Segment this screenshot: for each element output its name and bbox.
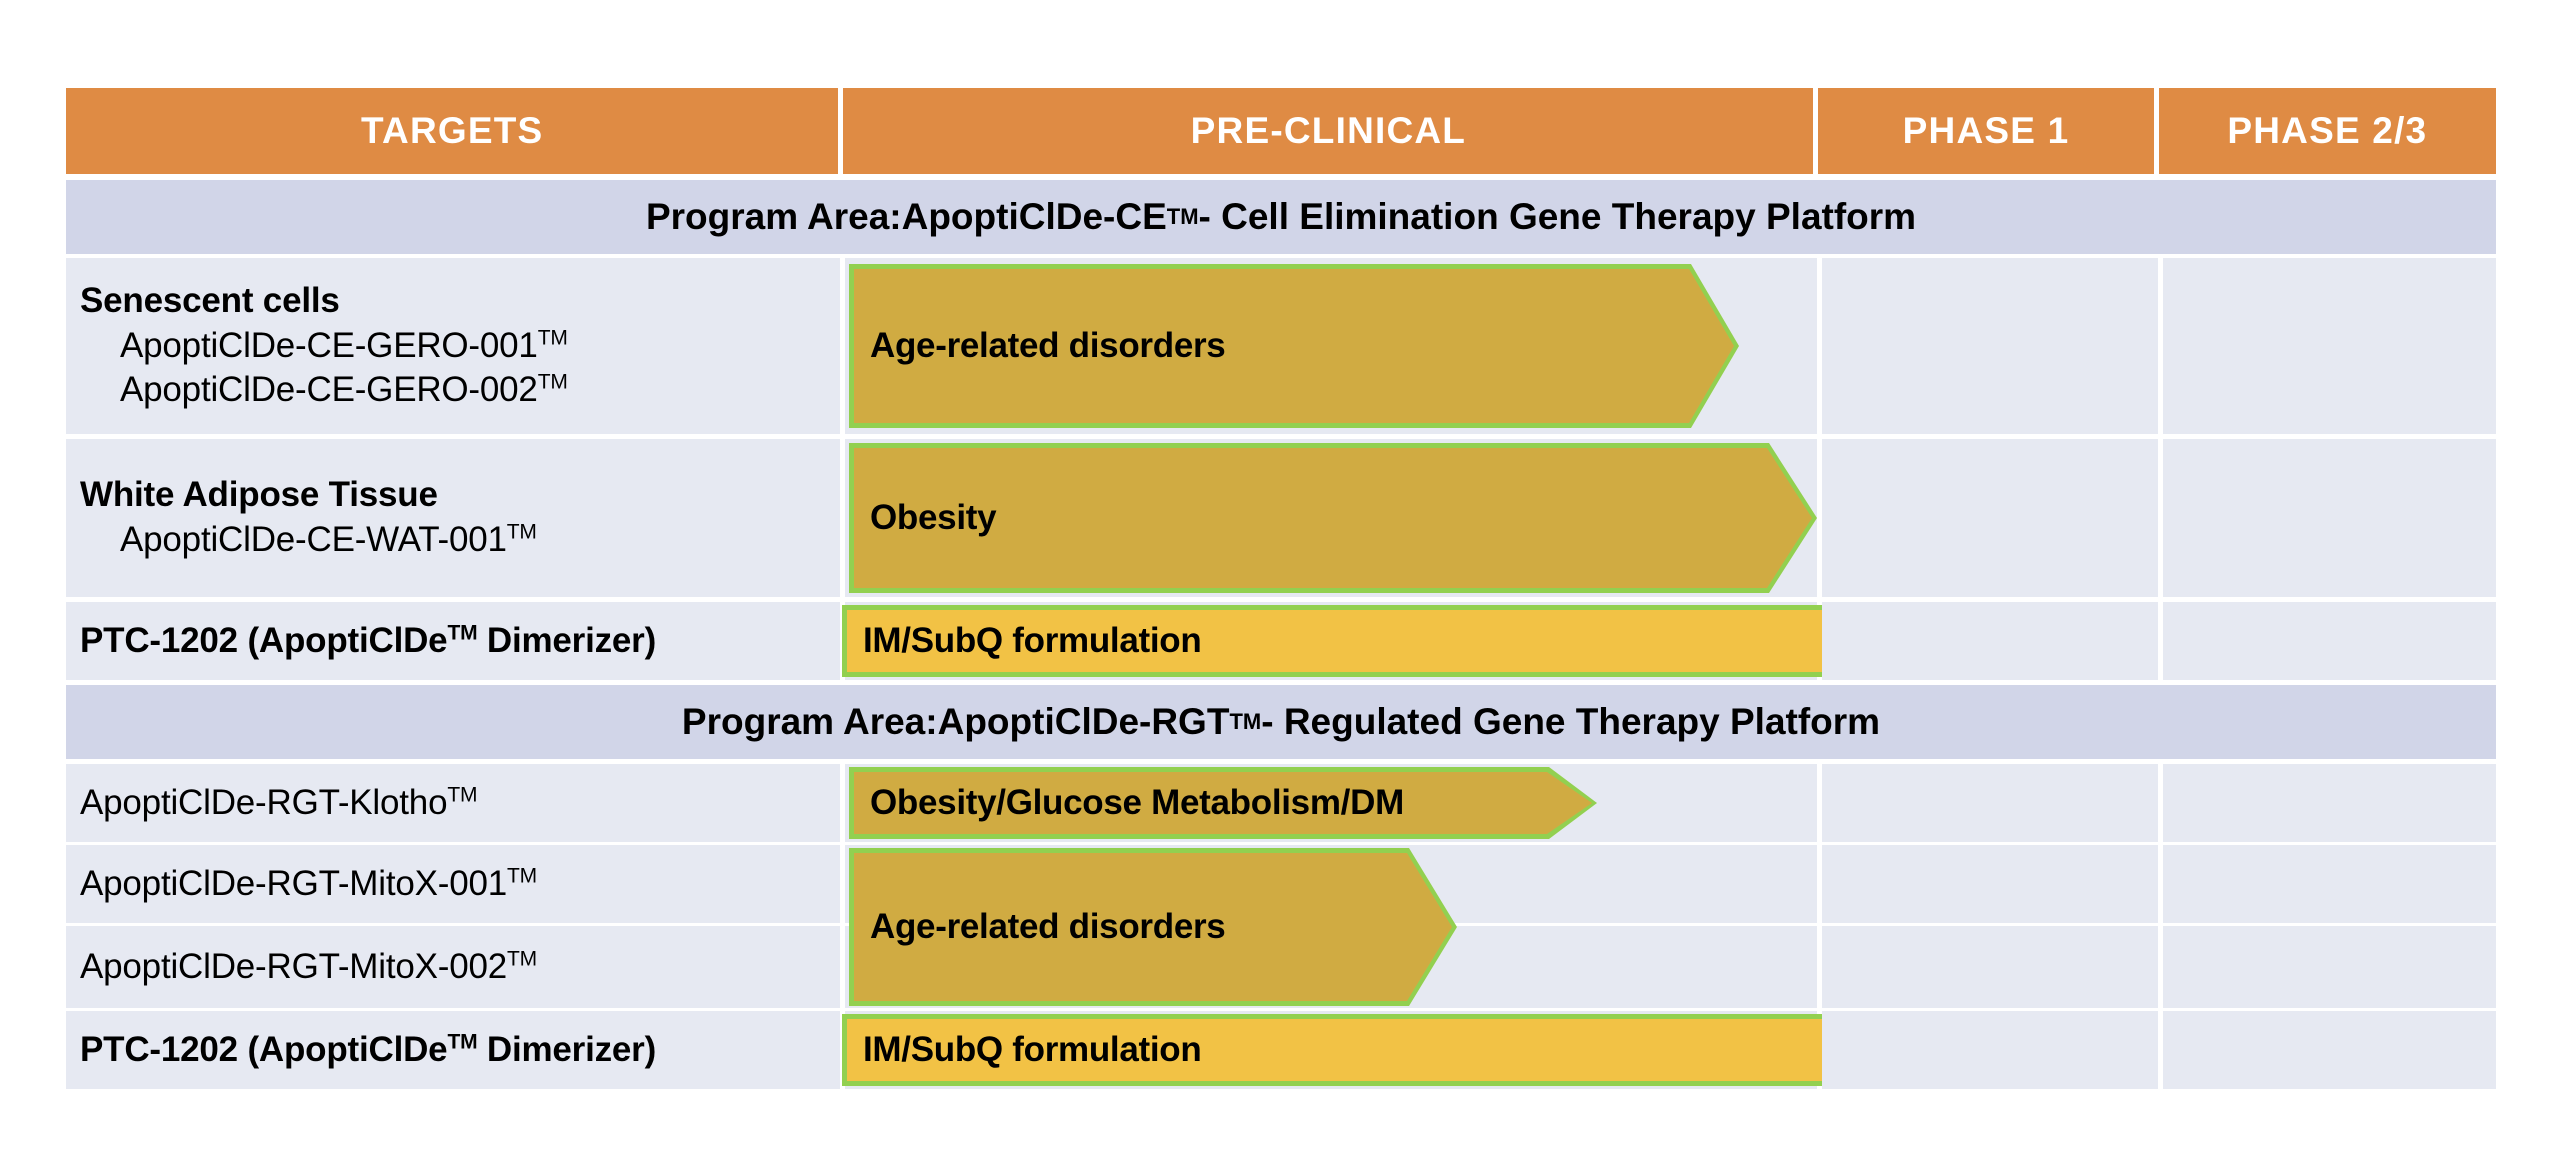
band-ce-prefix: Program Area: [645,196,902,237]
progress-arrow-mitox-span: Age-related disorders [849,848,1457,1006]
table-row: PTC-1202 (ApoptiClDeTM Dimerizer) IM/Sub… [66,602,2496,680]
asset-name: ApoptiClDe-CE-GERO-001 [120,325,538,365]
trademark-icon: TM [537,325,568,349]
cell-phase23 [2163,764,2496,842]
cell-phase23 [2163,439,2496,597]
cell-phase1 [1822,258,2158,434]
cell-preclinical: Obesity/Glucose Metabolism/DM [845,764,1817,842]
target-asset: ApoptiClDe-RGT-MitoX-001TM [80,862,832,907]
progress-arrow: Age-related disorders [849,264,1739,428]
trademark-icon: TM [507,946,537,970]
cell-phase23 [2163,602,2496,680]
cell-targets: ApoptiClDe-RGT-MitoX-001TM [66,845,840,923]
target-asset: ApoptiClDe-CE-GERO-001TM [80,324,832,369]
trademark-icon: TM [447,782,478,806]
cell-preclinical: Obesity [845,439,1817,597]
column-header-phase1: PHASE 1 [1818,88,2154,174]
table-row: White Adipose Tissue ApoptiClDe-CE-WAT-0… [66,439,2496,597]
asset-name: ApoptiClDe-RGT-MitoX-001 [80,863,508,903]
trademark-icon: TM [1166,204,1199,229]
cell-targets: Senescent cells ApoptiClDe-CE-GERO-001TM… [66,258,840,434]
cell-phase1 [1822,845,2158,923]
arrow-label: IM/SubQ formulation [863,1030,1202,1069]
table-row: ApoptiClDe-RGT-KlothoTM Obesity/Glucose … [66,764,2496,842]
trademark-icon: TM [506,520,537,544]
band-ce-tail: - Cell Elimination Gene Therapy Platform [1198,196,1917,237]
table-header-row: TARGETS PRE-CLINICAL PHASE 1 PHASE 2/3 [66,88,2496,174]
progress-arrow: Obesity [849,443,1817,593]
target-title: PTC-1202 (ApoptiClDeTM Dimerizer) [80,619,832,664]
trademark-icon: TM [447,1029,478,1053]
progress-arrow: IM/SubQ formulation [842,605,1884,677]
target-asset: ApoptiClDe-RGT-KlothoTM [80,781,832,826]
arrow-label: IM/SubQ formulation [863,621,1202,660]
cell-targets: White Adipose Tissue ApoptiClDe-CE-WAT-0… [66,439,840,597]
trademark-icon: TM [447,620,478,644]
progress-arrow: IM/SubQ formulation [842,1014,1884,1086]
asset-name: ApoptiClDe-RGT-MitoX-002 [80,946,508,986]
arrow-label: Age-related disorders [870,907,1226,946]
asset-name: ApoptiClDe-RGT-Klotho [80,782,448,822]
cell-targets: ApoptiClDe-RGT-KlothoTM [66,764,840,842]
arrow-label: Obesity [870,498,997,537]
target-asset: ApoptiClDe-RGT-MitoX-002TM [80,945,832,990]
asset-name: ApoptiClDe-CE-GERO-002 [120,370,538,410]
asset-name: ApoptiClDe-CE-WAT-001 [120,520,507,559]
target-asset: ApoptiClDe-CE-GERO-002TM [80,368,832,413]
cell-targets: PTC-1202 (ApoptiClDeTM Dimerizer) [66,1011,840,1089]
trademark-icon: TM [507,863,537,887]
table-row: PTC-1202 (ApoptiClDeTM Dimerizer) IM/Sub… [66,1011,2496,1089]
trademark-icon: TM [1229,709,1262,734]
band-ce-name: ApoptiClDe-CE [901,196,1167,237]
column-header-preclinical: PRE-CLINICAL [843,88,1814,174]
target-title-tail: Dimerizer) [477,1029,657,1069]
target-asset: ApoptiClDe-CE-WAT-001TM [80,518,832,563]
trademark-icon: TM [537,370,568,394]
cell-targets: ApoptiClDe-RGT-MitoX-002TM [66,926,840,1008]
column-header-targets: TARGETS [66,88,839,174]
cell-phase1 [1822,764,2158,842]
column-header-phase23: PHASE 2/3 [2158,88,2496,174]
target-title: PTC-1202 (ApoptiClDeTM Dimerizer) [80,1028,832,1073]
table-row: Senescent cells ApoptiClDe-CE-GERO-001TM… [66,258,2496,434]
target-title: Senescent cells [80,280,340,320]
cell-targets: PTC-1202 (ApoptiClDeTM Dimerizer) [66,602,840,680]
cell-preclinical: IM/SubQ formulation [845,602,1817,680]
cell-phase23 [2163,845,2496,923]
cell-phase23 [2163,258,2496,434]
cell-phase1 [1822,439,2158,597]
cell-preclinical: IM/SubQ formulation [845,1011,1817,1089]
cell-phase23 [2163,926,2496,1008]
cell-phase1 [1822,1011,2158,1089]
arrow-label: Obesity/Glucose Metabolism/DM [870,783,1404,822]
pipeline-chart: TARGETS PRE-CLINICAL PHASE 1 PHASE 2/3 P… [66,88,2496,1089]
target-title: White Adipose Tissue [80,475,438,515]
target-title-text: PTC-1202 (ApoptiClDe [80,1029,448,1069]
arrow-label: Age-related disorders [870,326,1226,365]
target-title-tail: Dimerizer) [477,620,657,660]
target-title-text: PTC-1202 (ApoptiClDe [80,620,448,660]
cell-phase1 [1822,602,2158,680]
band-rgt-tail: - Regulated Gene Therapy Platform [1261,701,1881,742]
cell-phase1 [1822,926,2158,1008]
cell-phase23 [2163,1011,2496,1089]
cell-preclinical: Age-related disorders [845,258,1817,434]
progress-arrow: Obesity/Glucose Metabolism/DM [849,767,1597,839]
band-rgt-name: ApoptiClDe-RGT [937,701,1230,742]
band-rgt-prefix: Program Area: [681,701,938,742]
